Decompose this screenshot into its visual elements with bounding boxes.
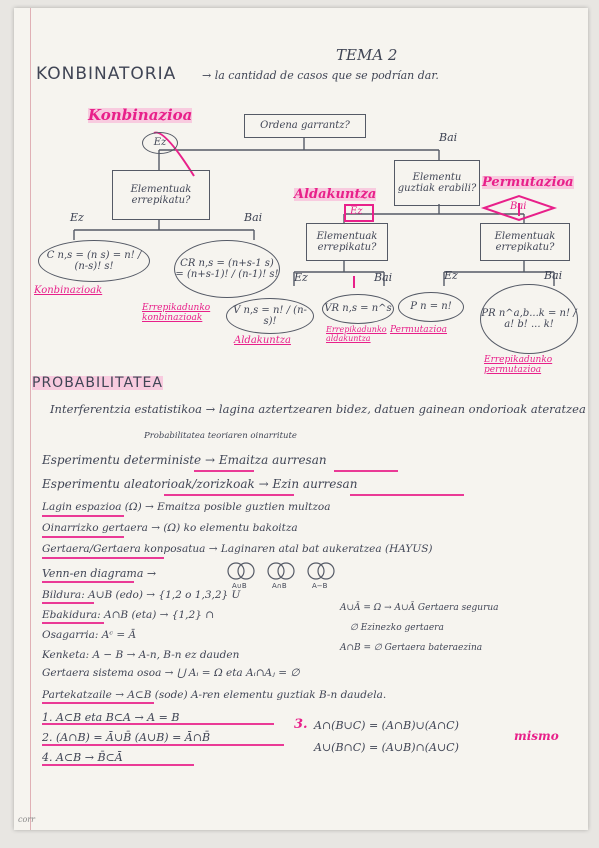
- prob-l5: Oinarrizko gertaera → (Ω) ko elementu ba…: [42, 522, 298, 534]
- prob-n3b: A∪(B∩C) = (A∪B)∩(A∪C): [314, 741, 459, 754]
- vr-formula-text: VR n,s = n^s: [324, 303, 392, 315]
- lbl-errep-konb: Errepikadunko konbinazioak: [142, 303, 211, 323]
- elem-guztiak-text: Elementu guztiak erabili?: [397, 171, 477, 195]
- venn-difference: A−B: [312, 582, 328, 590]
- elem-guztiak-node: Elementu guztiak erabili?: [394, 160, 480, 206]
- aldakuntza-label: Aldakuntza: [294, 187, 377, 202]
- konbinazio-formula: C n,s = (n s) = n! / (n-s)! s!: [38, 240, 150, 282]
- kr-formula-text: CR n,s = (n+s-1 s) = (n+s-1)! / (n-1)! s…: [175, 257, 279, 281]
- prob-l11: Kenketa: A − B → A-n, B-n ez dauden: [42, 649, 240, 661]
- notebook-page: TEMA 2 KONBINATORIA → la cantidad de cas…: [14, 8, 588, 830]
- ez-left-node: Ez: [142, 132, 178, 154]
- prob-l13: Partekatzaile → A⊂B (sode) A-ren element…: [42, 689, 387, 701]
- pr-formula: PR n^a,b...k = n! / a! b! ... k!: [480, 284, 578, 354]
- prob-l7: Venn-en diagrama →: [42, 567, 157, 580]
- pink-underlines: [42, 470, 464, 766]
- venn-diagrams: [227, 562, 335, 580]
- prob-n2: 2. (A∩B) = Ā∪B̄ (A∪B) = Ā∩B̄: [42, 731, 211, 744]
- prob-n3a: A∩(B∪C) = (A∩B)∪(A∩C): [314, 719, 459, 732]
- prob-l1: Interferentzia estatistikoa → lagina azt…: [50, 402, 586, 416]
- prob-r1: A∪Ā = Ω → A∪Ā Gertaera segurua: [340, 603, 499, 613]
- prob-l2: Esperimentu deterministe → Emaitza aurre…: [42, 453, 327, 467]
- ez-mid: Ez: [294, 271, 308, 284]
- p-formula-text: P n = n!: [410, 301, 452, 313]
- bai-right: Bai: [544, 269, 563, 282]
- elem-errep-mid-text: Elementuak errepikatu?: [316, 230, 378, 254]
- v-formula: V n,s = n! / (n-s)!: [226, 298, 314, 334]
- kr-formula: CR n,s = (n+s-1 s) = (n+s-1)! / (n-1)! s…: [174, 240, 280, 298]
- elem-errep-right-text: Elementuak errepikatu?: [494, 230, 556, 254]
- prob-l12: Gertaera sistema osoa → ⋃ Aᵢ = Ω eta Aᵢ∩…: [42, 667, 300, 679]
- elem-errep-mid: Elementuak errepikatu?: [306, 223, 388, 261]
- ez-left2: Ez: [70, 211, 84, 224]
- prob-n3: 3.: [294, 717, 308, 732]
- bai-left2: Bai: [244, 211, 263, 224]
- root-question: Ordena garrantz?: [260, 120, 350, 132]
- ez-right: Ez: [444, 269, 458, 282]
- prob-n4: 4. A⊂B → B̄⊂Ā: [42, 751, 123, 764]
- prob-n1: 1. A⊂B eta B⊂A → A = B: [42, 711, 180, 724]
- prob-l8: Bildura: A∪B (edo) → {1,2 o 1,3,2} U: [42, 589, 241, 601]
- tema-label: TEMA 2: [336, 46, 398, 64]
- p-formula: P n = n!: [398, 292, 464, 322]
- prob-l6: Gertaera/Gertaera konposatua → Laginaren…: [42, 543, 433, 555]
- mismo-label: mismo: [514, 729, 559, 743]
- prob-l1b: Probabilitatea teoriaren oinarritute: [144, 431, 297, 441]
- page-subtitle: → la cantidad de casos que se podrían da…: [202, 69, 439, 82]
- lbl-permutazioa: Permutazioa: [390, 325, 447, 335]
- konbinazioa-label: Konbinazioa: [88, 106, 193, 124]
- venn-intersection: A∩B: [272, 582, 287, 590]
- elem-errep-left-text: Elementuak errepikatu?: [130, 183, 192, 207]
- prob-r2: ∅ Ezinezko gertaera: [350, 623, 444, 633]
- elem-errep-left: Elementuak errepikatu?: [112, 170, 210, 220]
- lbl-errep-ald: Errepikadunko aldakuntza: [326, 325, 387, 343]
- lbl-konbinazioak: Konbinazioak: [34, 285, 103, 296]
- pr-formula-text: PR n^a,b...k = n! / a! b! ... k!: [481, 307, 577, 331]
- bai-tag: Bai: [510, 201, 527, 212]
- corner-mark: corr: [18, 815, 35, 824]
- venn-union: A∪B: [232, 582, 247, 590]
- elem-errep-right: Elementuak errepikatu?: [480, 223, 570, 261]
- prob-l4: Lagin espazioa (Ω) → Emaitza posible guz…: [42, 501, 331, 513]
- konbinazio-formula-text: C n,s = (n s) = n! / (n-s)! s!: [46, 249, 142, 273]
- permutazioa-label: Permutazioa: [482, 175, 574, 190]
- ez-label: Ez: [153, 137, 167, 149]
- page-title: KONBINATORIA: [36, 64, 177, 84]
- ez-tag-box: Ez: [344, 204, 374, 222]
- prob-l10: Osagarria: Aᶜ = Ā: [42, 629, 137, 641]
- bai-right-label: Bai: [439, 131, 458, 144]
- v-formula-text: V n,s = n! / (n-s)!: [233, 304, 307, 328]
- margin-line: [30, 8, 31, 830]
- ez-tag: Ez: [350, 206, 363, 217]
- prob-l3: Esperimentu aleatorioak/zorizkoak → Ezin…: [42, 477, 358, 491]
- lbl-aldakuntza: Aldakuntza: [234, 335, 291, 346]
- vr-formula: VR n,s = n^s: [322, 294, 394, 324]
- lbl-errep-perm: Errepikadunko permutazioa: [484, 355, 553, 375]
- prob-r3: A∩B = ∅ Gertaera bateraezina: [340, 643, 483, 653]
- bai-mid: Bai: [374, 271, 393, 284]
- prob-l9: Ebakidura: A∩B (eta) → {1,2} ∩: [42, 609, 214, 621]
- prob-title: PROBABILITATEA: [32, 375, 163, 391]
- root-node: Ordena garrantz?: [244, 114, 366, 138]
